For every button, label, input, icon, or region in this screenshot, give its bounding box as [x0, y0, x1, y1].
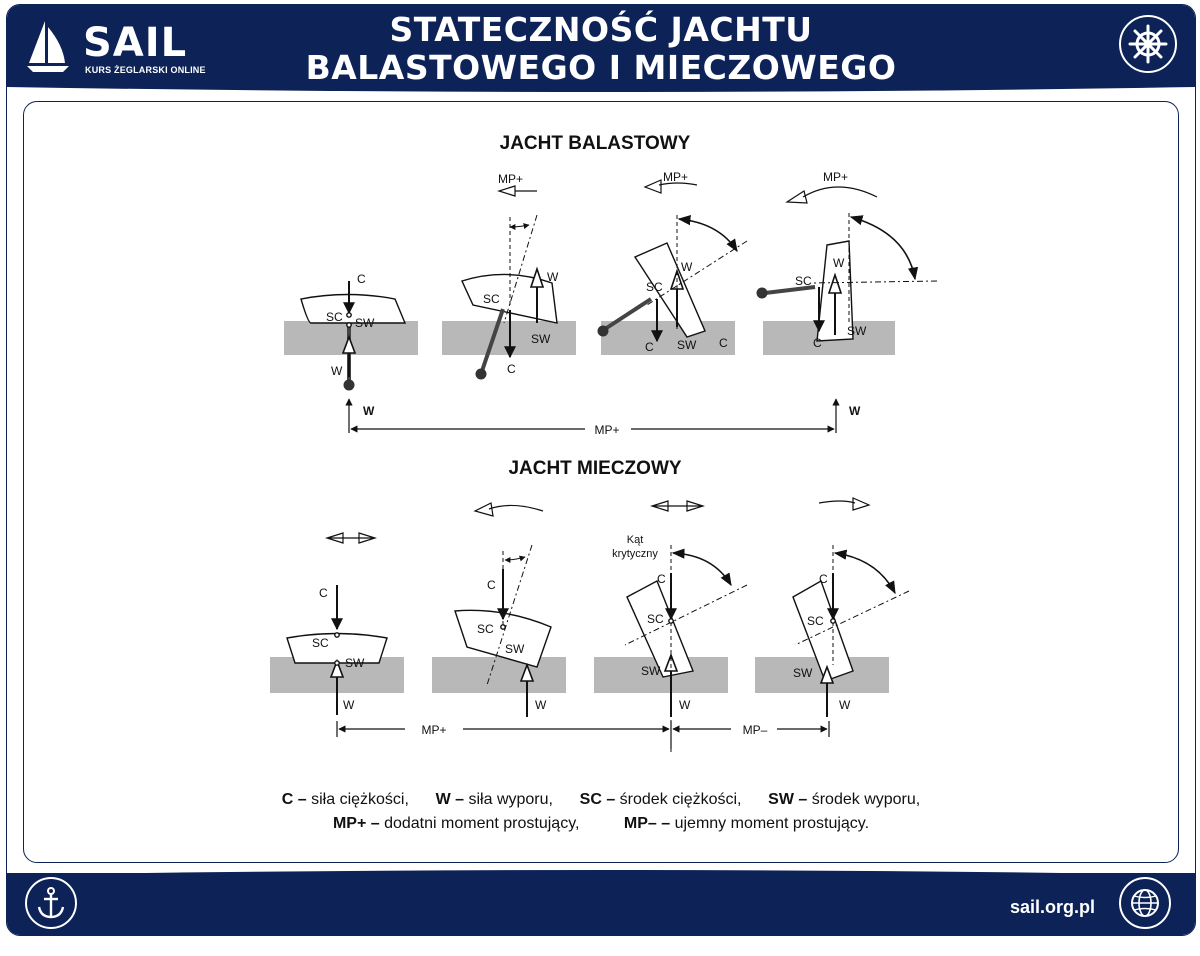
cb-critical-angle-2: krytyczny [612, 548, 658, 560]
brand-tagline: KURS ŻEGLARSKI ONLINE [85, 65, 206, 75]
header-wave [7, 85, 1195, 92]
legend-text-mp-minus: ujemny moment prostujący. [670, 815, 870, 832]
cb-y4-w-label: W [839, 698, 851, 712]
ballast-y3-mp-label: MP+ [663, 170, 688, 184]
globe-icon [1119, 877, 1171, 929]
cb-y1-sc-label: SC [312, 636, 329, 650]
ballast-water [284, 321, 895, 355]
ballast-y1-c-label: C [357, 272, 366, 286]
ballast-y3-moment-arrow [643, 179, 698, 194]
ballast-y3-sw-label: SW [677, 338, 697, 352]
cb-y2-sc-label: SC [477, 622, 494, 636]
ballast-y4-w-label: W [833, 256, 845, 270]
legend-key-sc: SC – [579, 791, 616, 808]
cb-y3-w-label: W [679, 698, 691, 712]
footer-bar: sail.org.pl [7, 873, 1195, 935]
legend-key-mp-plus: MP+ – [332, 815, 380, 832]
ballast-y4-mp-label: MP+ [823, 170, 848, 184]
header-bar: SAIL KURS ŻEGLARSKI ONLINE STATECZNOŚĆ J… [7, 5, 1195, 87]
ballast-yacht-3 [597, 215, 748, 343]
ballast-yacht-1 [300, 281, 407, 391]
cb-y4-sw-label: SW [793, 666, 813, 680]
cb-y3-sc-label: SC [647, 612, 664, 626]
poster-frame: SAIL KURS ŻEGLARSKI ONLINE STATECZNOŚĆ J… [6, 4, 1196, 936]
ballast-heading: JACHT BALASTOWY [500, 133, 691, 154]
sail-logo: SAIL KURS ŻEGLARSKI ONLINE [25, 15, 206, 77]
ballast-y1-w-label: W [331, 364, 343, 378]
ballast-y3-c-label: C [645, 340, 654, 354]
legend-text-mp-plus: dodatni moment prostujący, [379, 815, 580, 832]
sailboat-icon [27, 21, 69, 72]
centerboard-mp-range [336, 721, 830, 749]
ballast-y4-sc-label: SC [795, 274, 812, 288]
ballast-y2-moment-arrow [496, 185, 537, 197]
centerboard-yacht-1 [286, 585, 388, 715]
cb-range-mp-plus: MP+ [421, 723, 446, 737]
page-title: STATECZNOŚĆ JACHTU BALASTOWEGO I MIECZOW… [237, 11, 965, 87]
ballast-y1-sc-label: SC [326, 310, 343, 324]
cb-y2-w-label: W [535, 698, 547, 712]
cb-range-mp-minus: MP– [743, 723, 768, 737]
centerboard-heading: JACHT MIECZOWY [508, 458, 681, 479]
ballast-y4-moment-arrow [785, 186, 878, 204]
ballast-range-w-left: W [363, 404, 375, 418]
cb-y3-moment-arrow [649, 500, 706, 512]
ballast-yacht-2 [461, 214, 558, 380]
brand-name: SAIL [83, 20, 188, 66]
legend-key-w: W – [435, 791, 465, 808]
title-line-1: STATECZNOŚĆ JACHTU [389, 10, 813, 49]
anchor-icon [25, 877, 77, 929]
ballast-y3-w-label: W [681, 260, 693, 274]
legend-line-2: MP+ – dodatni moment prostujący, MP– – u… [7, 815, 1195, 833]
legend-line-1: C – siła ciężkości, W – siła wyporu, SC … [7, 791, 1195, 809]
cb-y4-moment-arrow [818, 497, 871, 511]
stability-diagram: JACHT BALASTOWY C SC SW W [270, 133, 938, 755]
ballast-y2-c-label: C [507, 362, 516, 376]
ballast-y2-sc-label: SC [483, 292, 500, 306]
legend-key-mp-minus: MP– – [623, 815, 671, 832]
legend-key-c: C – [281, 791, 307, 808]
legend-text-sw: środek wyporu, [807, 791, 921, 808]
cb-y3-sw-label: SW [641, 664, 661, 678]
legend-text-w: siła wyporu, [464, 791, 553, 808]
legend-text-sc: środek ciężkości, [615, 791, 742, 808]
ballast-range-w-right: W [849, 404, 861, 418]
centerboard-yacht-2 [454, 544, 552, 717]
cb-y4-c-label: C [819, 572, 828, 586]
content-panel [23, 101, 1179, 863]
cb-y2-moment-arrow [473, 502, 544, 517]
cb-y2-c-label: C [487, 578, 496, 592]
title-line-2: BALASTOWEGO I MIECZOWEGO [305, 48, 897, 87]
cb-y4-sc-label: SC [807, 614, 824, 628]
legend-key-sw: SW – [768, 791, 808, 808]
centerboard-yacht-4 [792, 545, 910, 717]
cb-y1-sw-label: SW [345, 656, 365, 670]
cb-y1-w-label: W [343, 698, 355, 712]
ballast-y2-sw-label: SW [531, 332, 551, 346]
cb-y3-c-label: C [657, 572, 666, 586]
cb-y1-c-label: C [319, 586, 328, 600]
ballast-y3-c2-label: C [719, 336, 728, 350]
ballast-range-mp-label: MP+ [594, 423, 619, 437]
ballast-yacht-4 [756, 213, 938, 342]
ballast-y3-sc-label: SC [646, 280, 663, 294]
website-link[interactable]: sail.org.pl [1009, 897, 1095, 917]
ballast-y4-c-label: C [813, 336, 822, 350]
ballast-y4-sw-label: SW [847, 324, 867, 338]
cb-y2-sw-label: SW [505, 642, 525, 656]
ballast-y2-mp-label: MP+ [498, 172, 523, 186]
cb-critical-angle-1: Kąt [627, 534, 644, 546]
ship-wheel-icon [1119, 15, 1177, 73]
ballast-mp-range [345, 398, 840, 433]
cb-y1-moment-arrow [324, 532, 378, 544]
ballast-y1-sw-label: SW [355, 316, 375, 330]
centerboard-yacht-3 [624, 545, 748, 755]
ballast-y2-w-label: W [547, 270, 559, 284]
legend-text-c: siła ciężkości, [306, 791, 409, 808]
